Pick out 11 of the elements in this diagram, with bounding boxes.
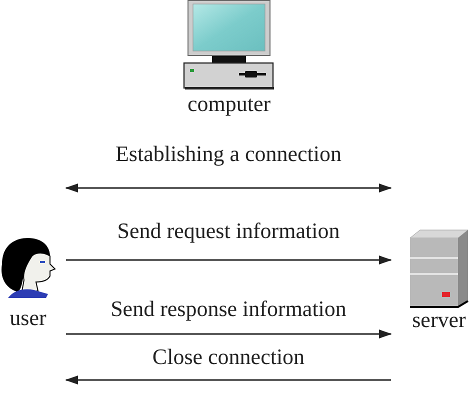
edge-label: Send response information [110, 297, 346, 321]
double-headed-arrow [65, 184, 392, 192]
arrow [66, 256, 392, 264]
edge-label: Close connection [152, 345, 305, 369]
arrow [66, 330, 392, 338]
node-caption: server [412, 308, 466, 332]
arrow [65, 376, 391, 384]
node-caption: user [10, 306, 46, 330]
edge-label: Send request information [117, 219, 340, 243]
node-caption: computer [187, 92, 271, 116]
edge-label: Establishing a connection [115, 142, 342, 166]
